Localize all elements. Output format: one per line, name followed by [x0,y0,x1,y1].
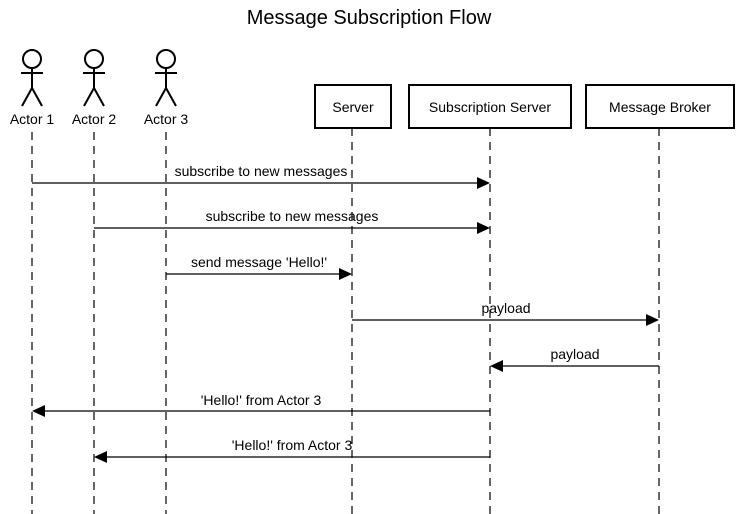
message-2: subscribe to new messages [94,208,490,234]
message-label: 'Hello!' from Actor 3 [201,392,322,408]
message-label: 'Hello!' from Actor 3 [232,437,353,453]
arrowhead-icon [477,177,490,189]
subscription-server-box: Subscription Server [408,84,572,129]
box-label: Subscription Server [429,99,552,115]
actor-label: Actor 2 [72,111,117,127]
arrowhead-icon [339,268,352,280]
arrowhead-icon [490,360,503,372]
actor-label: Actor 1 [10,111,55,127]
message-label: subscribe to new messages [175,163,348,179]
arrowhead-icon [477,222,490,234]
arrowhead-icon [94,451,107,463]
actor-1: Actor 1 [10,49,55,127]
arrowhead-icon [646,314,659,326]
message-broker-box: Message Broker [585,84,735,129]
actor-label: Actor 3 [144,111,189,127]
arrowhead-icon [32,405,45,417]
stick-figure-icon [83,49,105,107]
message-label: send message 'Hello!' [191,254,327,270]
lifelines [31,128,660,514]
box-label: Message Broker [609,99,711,115]
stick-figure-icon [21,49,43,107]
message-label: payload [481,300,530,316]
message-7: 'Hello!' from Actor 3 [94,437,490,463]
message-3: send message 'Hello!' [166,254,352,280]
message-label: payload [550,346,599,362]
actor-3: Actor 3 [144,49,189,127]
stick-figure-icon [155,49,177,107]
box-label: Server [332,99,374,115]
message-1: subscribe to new messages [32,163,490,189]
message-4: payload [352,300,659,326]
diagram-title: Message Subscription Flow [247,7,492,29]
message-5: payload [490,346,659,372]
message-6: 'Hello!' from Actor 3 [32,392,490,417]
actor-2: Actor 2 [72,49,117,127]
server-box: Server [314,84,392,129]
message-label: subscribe to new messages [206,208,379,224]
